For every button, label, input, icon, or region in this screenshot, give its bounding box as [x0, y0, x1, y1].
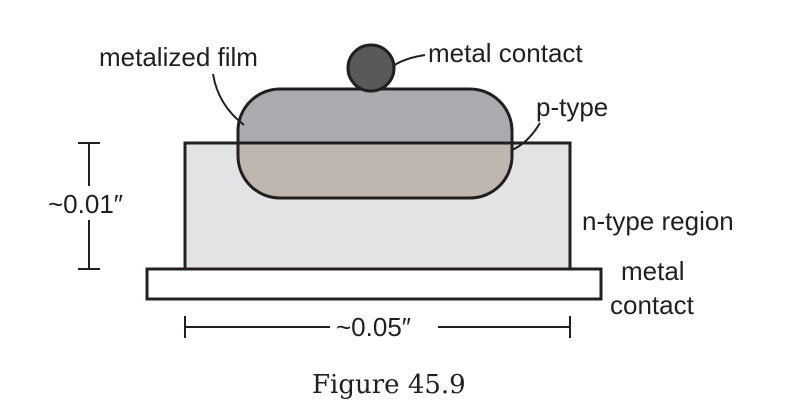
p-type-leader	[511, 122, 541, 151]
figure-caption: Figure 45.9	[312, 370, 466, 400]
metalized-film-layer	[238, 89, 512, 143]
metal-contact-leader	[392, 54, 426, 67]
metalized-film-leader	[212, 73, 245, 126]
height-dimension-label: ~0.01″	[48, 189, 123, 219]
metalized-film-label: metalized film	[99, 42, 258, 72]
width-dimension-label: ~0.05″	[336, 312, 411, 342]
base-metal-contact	[145, 267, 603, 301]
metal-contact-dot	[346, 43, 396, 93]
metal-contact-bottom-label-line2: contact	[610, 290, 695, 320]
p-type-layer	[238, 143, 512, 198]
metal-contact-top-label: metal contact	[428, 38, 583, 68]
n-type-region-label: n-type region	[582, 206, 734, 236]
p-type-label: p-type	[536, 92, 608, 122]
metal-contact-bottom-label-line1: metal	[621, 256, 685, 286]
